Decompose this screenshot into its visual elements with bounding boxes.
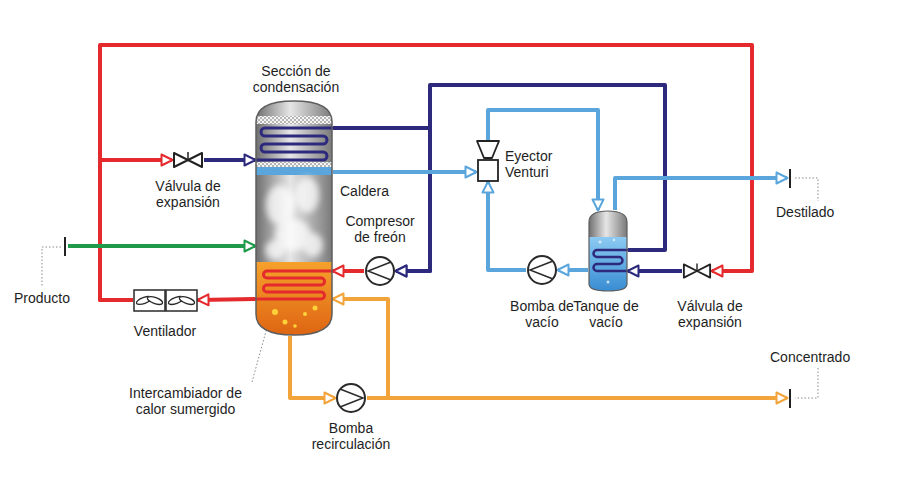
component-label: Válvula de expansión [668, 298, 752, 330]
component-label: Tanque de vacío [568, 298, 644, 330]
pipe-connector [204, 158, 255, 162]
component-label: Válvula de expansión [146, 178, 230, 210]
fan-cooler: Ventilador [133, 289, 198, 312]
pipe-connector [558, 268, 588, 272]
component-label: Concentrado [770, 349, 860, 365]
vacuum-pump: Bomba de vacío [526, 254, 558, 286]
pipe-connector [290, 336, 335, 398]
pipe-connector [615, 178, 787, 210]
evaporator-column [255, 100, 333, 336]
pipe-connector [628, 269, 682, 273]
component-label: Compresor de freón [338, 213, 422, 245]
venturi-ejector: Eyector Venturi [476, 140, 500, 182]
pipe-connector [367, 396, 787, 400]
expansion-valve: Válvula de expansión [682, 261, 712, 281]
callout-label: Intercambiador de calor sumergido [118, 385, 253, 417]
pipe-connector [100, 45, 752, 300]
recirculation-pump: Bomba recirculación [335, 382, 367, 414]
expansion-valve-symbol [172, 150, 204, 170]
terminal-bar [787, 169, 793, 188]
pump-symbol [526, 254, 558, 286]
freon-compressor: Compresor de freón [364, 255, 396, 287]
outlet-terminal: Destilado [787, 169, 793, 188]
inlet-terminal: Producto [62, 237, 68, 256]
component-label: Caldera [340, 183, 402, 199]
vacuum-tank [588, 210, 628, 292]
expansion-valve-symbol [682, 261, 712, 281]
leader-line [252, 324, 268, 382]
leader-line [42, 247, 61, 286]
pump-symbol [335, 382, 367, 414]
component-label: Eyector Venturi [505, 148, 567, 180]
outlet-terminal: Concentrado [787, 389, 793, 408]
evaporator-column: Sección de condensaciónCaldera [255, 100, 333, 336]
component-label: Producto [14, 290, 84, 306]
venturi-ejector-symbol [476, 140, 500, 182]
component-label: Destilado [776, 204, 846, 220]
component-label: Bomba de vacío [510, 298, 574, 330]
pipe-connector [488, 110, 598, 210]
terminal-bar [787, 389, 793, 408]
pipe-connector [333, 299, 388, 398]
vacuum-tank: Tanque de vacío [588, 210, 628, 292]
pipe-connector [68, 244, 255, 248]
leader-line [795, 368, 818, 398]
pipe-connector [333, 128, 430, 271]
pipe-connector [198, 299, 255, 300]
pump-symbol [364, 255, 396, 287]
fan-cooler-symbol [133, 289, 198, 312]
pipe-connector [333, 269, 364, 273]
leader-line [795, 178, 818, 201]
component-label: Sección de condensación [241, 63, 351, 95]
component-label: Bomba recirculación [301, 420, 401, 452]
pipe-connector [488, 182, 526, 270]
component-label: Ventilador [125, 323, 205, 339]
pipe-connector [333, 170, 476, 174]
expansion-valve: Válvula de expansión [172, 150, 204, 170]
terminal-bar [62, 237, 68, 256]
